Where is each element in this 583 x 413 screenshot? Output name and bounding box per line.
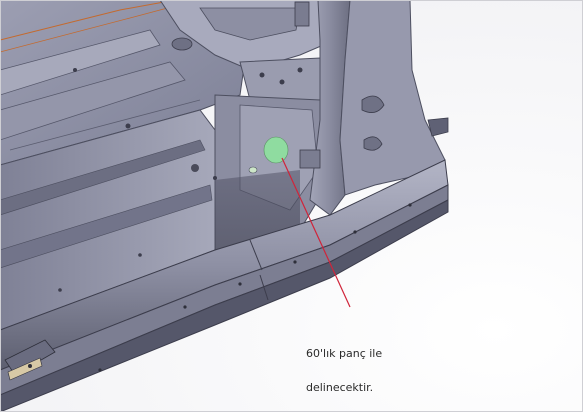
callout-leader-line [281,157,351,308]
rocker-sill [0,159,449,412]
callout-line-2: delinecektir. [306,381,374,394]
callout-line-1: 60'lık panç ile [306,347,383,360]
cross-member-bracket [159,0,341,111]
punch-hole-marker-icon [263,136,289,164]
seat-rail-detail [4,339,56,381]
floor-box-section [0,109,216,331]
callout-annotation: 60'lık panç ile delinecektir. [306,328,456,413]
b-pillar [299,0,449,216]
